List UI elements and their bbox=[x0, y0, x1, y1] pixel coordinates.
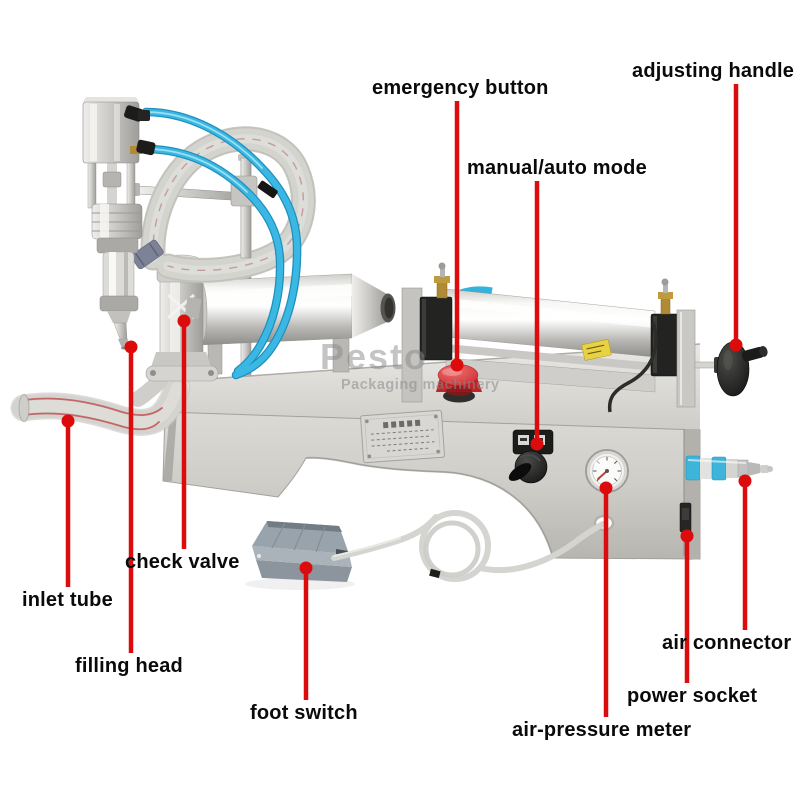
label-air-connector: air connector bbox=[662, 632, 792, 654]
label-power-socket: power socket bbox=[627, 685, 758, 707]
main-air-cylinder bbox=[401, 262, 696, 413]
label-inlet-tube: inlet tube bbox=[22, 589, 113, 611]
machine-base bbox=[162, 343, 701, 560]
leader-dots bbox=[61, 314, 752, 575]
label-foot-switch: foot switch bbox=[250, 702, 358, 724]
hose-fitting bbox=[131, 239, 164, 270]
label-filling-head: filling head bbox=[75, 655, 183, 677]
label-manual-auto-mode: manual/auto mode bbox=[467, 157, 647, 179]
label-air-pressure-meter: air-pressure meter bbox=[512, 719, 692, 741]
label-emergency-button: emergency button bbox=[372, 77, 549, 99]
power-socket[interactable] bbox=[679, 502, 692, 533]
watermark: Pesto Packaging machinery bbox=[320, 336, 500, 393]
sensor-cable bbox=[607, 321, 658, 413]
watermark-line1: Pesto bbox=[320, 336, 428, 377]
suction-hose bbox=[140, 126, 316, 283]
leader-lines bbox=[65, 84, 748, 717]
watermark-line2: Packaging machinery bbox=[341, 377, 500, 393]
filling-head bbox=[82, 97, 156, 350]
air-tubes bbox=[141, 107, 302, 380]
inlet-tube bbox=[10, 374, 191, 436]
air-connector[interactable] bbox=[685, 455, 773, 481]
label-check-valve: check valve bbox=[125, 551, 240, 573]
warning-tag bbox=[581, 339, 612, 361]
foot-switch-cable bbox=[331, 510, 606, 582]
foot-switch[interactable] bbox=[245, 521, 355, 590]
machine-nameplate bbox=[360, 409, 445, 464]
adjusting-handle[interactable] bbox=[694, 341, 769, 397]
rod-clamp bbox=[230, 157, 258, 259]
tube-fittings bbox=[124, 105, 156, 156]
label-adjusting-handle: adjusting handle bbox=[632, 60, 795, 82]
